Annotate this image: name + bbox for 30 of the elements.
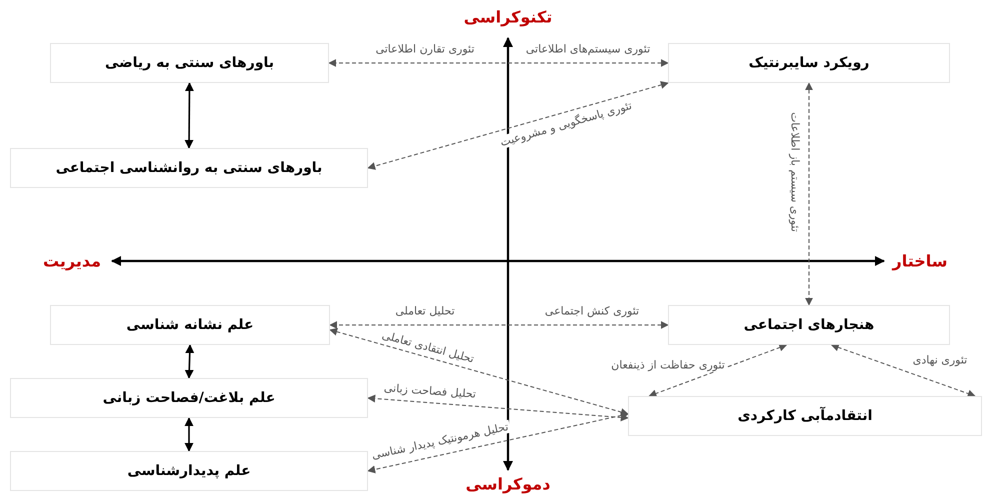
- process-box: باورهای سنتی به ریاضی: [50, 43, 329, 83]
- line-label: تئوری سیستم‌های اطلاعاتی: [524, 42, 652, 56]
- edge-label: تئوری حفاظت از ذینفعان: [609, 358, 727, 372]
- arrow: [830, 344, 976, 398]
- arrow: [328, 59, 669, 67]
- arrow: [184, 344, 194, 379]
- axis-label: دموکراسی: [464, 474, 552, 494]
- process-box: باورهای سنتی به روانشناسی اجتماعی: [10, 148, 368, 188]
- process-box: رویکرد سایبرنتیک: [668, 43, 950, 83]
- arrow: [367, 394, 629, 422]
- arrow: [648, 344, 788, 398]
- process-box: هنجارهای اجتماعی: [668, 305, 950, 345]
- arrow: [805, 82, 813, 306]
- edge-label: تئوری تقارن اطلاعاتی: [374, 42, 476, 56]
- arrow: [329, 321, 669, 329]
- process-box: علم بلاغت/فصاحت زبانی: [10, 378, 368, 418]
- arrow: [367, 412, 629, 474]
- arrow: [367, 81, 669, 170]
- arrow: [184, 417, 194, 452]
- edge-label: تئوری نهادی: [910, 354, 970, 366]
- process-box: انتقادمآبی کارکردی: [628, 396, 982, 436]
- arrow: [329, 328, 629, 416]
- edge-label: تحلیل فصاحت زبانی: [382, 381, 478, 401]
- axis-label: تکنوکراسی: [462, 8, 554, 26]
- arrow: [184, 82, 194, 149]
- edge-label: تئوری سیستم باز اطلاعات: [788, 110, 802, 234]
- process-box: علم پدیدارشناسی: [10, 451, 368, 491]
- process-box: علم نشانه شناسی: [50, 305, 330, 345]
- edge-label: تحلیل تعاملی: [393, 304, 457, 318]
- line-label: تئوری کنش اجتماعی: [542, 304, 642, 318]
